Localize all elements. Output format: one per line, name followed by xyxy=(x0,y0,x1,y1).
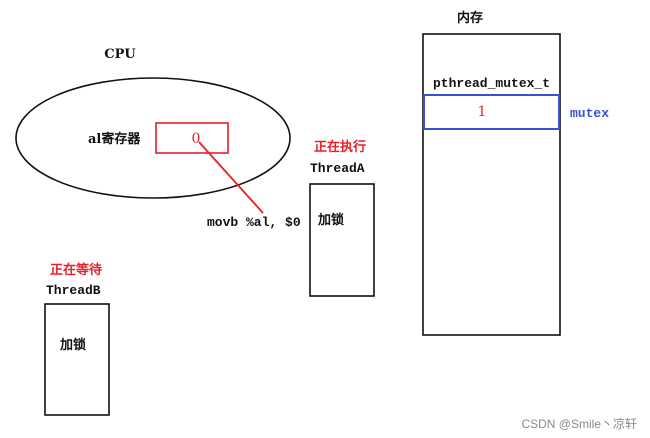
mutex-cell-value: 1 xyxy=(478,104,487,120)
register-value: 0 xyxy=(192,131,201,147)
register-connector xyxy=(198,141,264,214)
thread-a-box xyxy=(309,183,375,297)
cpu-title: CPU xyxy=(104,47,136,62)
instruction-text: movb %al, $0 xyxy=(207,215,301,230)
thread-a-action: 加锁 xyxy=(317,212,344,227)
thread-b-name: ThreadB xyxy=(46,283,101,298)
thread-b-action: 加锁 xyxy=(59,337,86,352)
watermark: CSDN @Smile丶凉轩 xyxy=(521,416,637,431)
mutex-type-label: pthread_mutex_t xyxy=(433,76,550,91)
thread-a-status: 正在执行 xyxy=(314,139,366,154)
register-label: al寄存器 xyxy=(88,131,141,147)
cpu-ellipse xyxy=(15,77,291,199)
thread-b-box xyxy=(44,303,110,416)
mutex-cell xyxy=(423,94,560,130)
memory-title: 内存 xyxy=(457,10,483,25)
mutex-variable-label: mutex xyxy=(570,106,609,121)
thread-a-name: ThreadA xyxy=(310,161,365,176)
al-register-box xyxy=(155,122,229,154)
memory-box xyxy=(422,33,561,336)
thread-b-status: 正在等待 xyxy=(50,262,102,277)
